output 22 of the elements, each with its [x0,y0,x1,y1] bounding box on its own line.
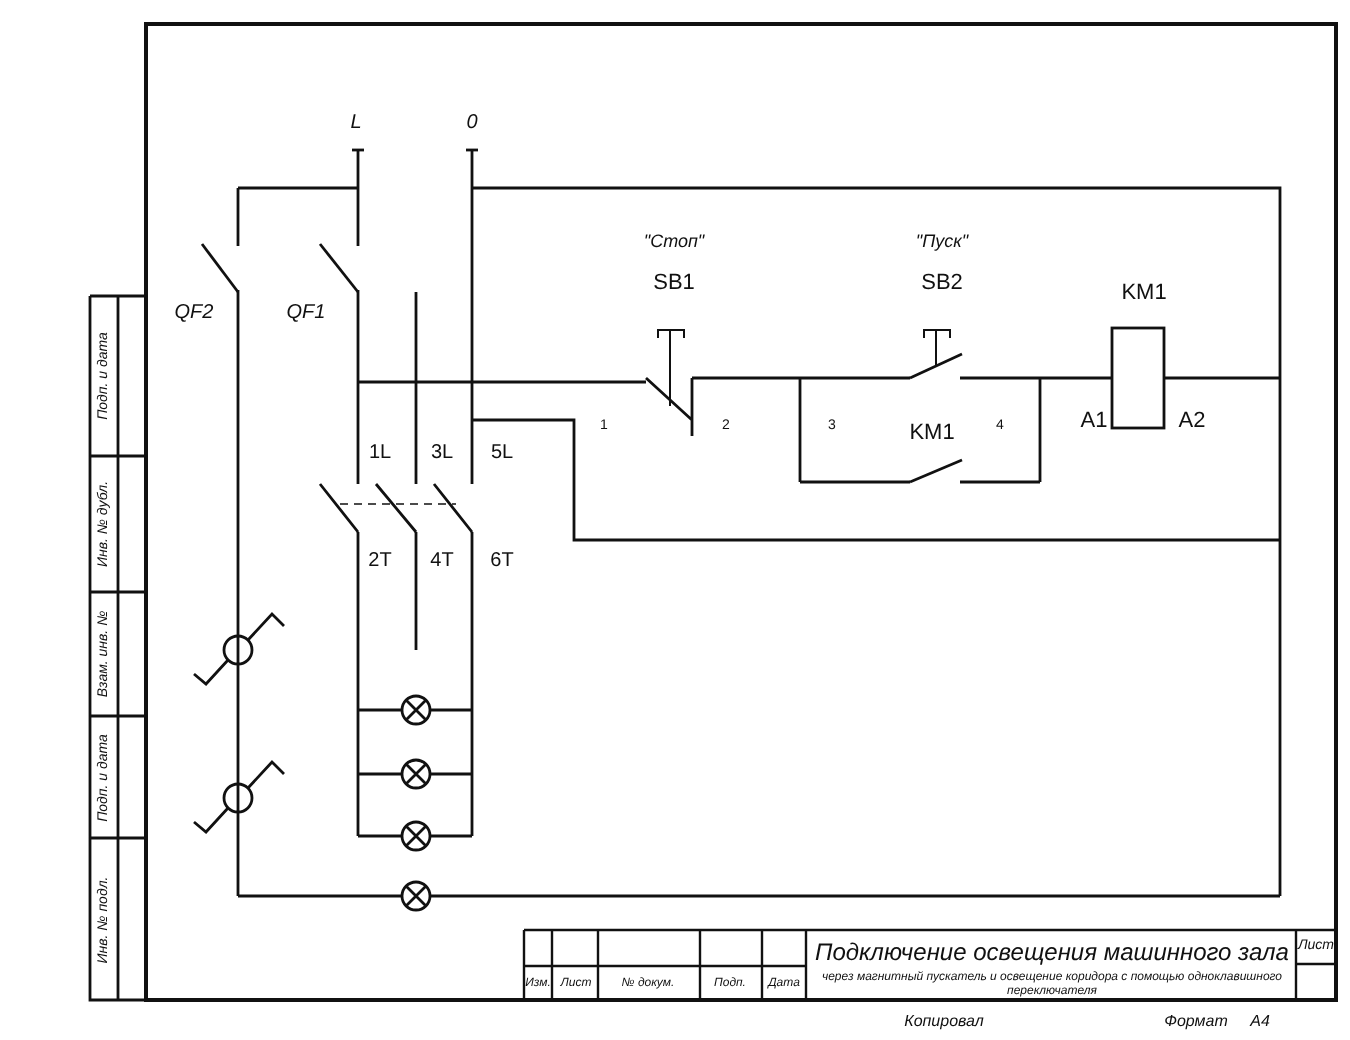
pin-label: A2 [1178,411,1206,433]
component-label: KM1 [909,423,955,445]
pin-label: 1L [368,444,392,464]
pin-label: 2T [368,552,392,572]
pin-label: 0 [466,114,478,134]
pin-label: A1 [1080,411,1108,433]
footer-text: Формат [1164,1014,1228,1030]
drawing-title: Подключение освещения машинного зала [815,940,1289,964]
pin-label: L [350,114,362,134]
component-label: QF2 [174,304,214,324]
component-label: SB1 [653,273,695,295]
pin-label: 4T [430,552,454,572]
component-label: KM1 [1121,283,1167,305]
footer-text: Копировал [904,1014,984,1030]
pin-label: 6T [490,552,514,572]
pin-label: 3L [430,444,454,464]
button-caption: "Пуск" [915,233,969,251]
button-caption: "Стоп" [643,233,705,251]
pin-label: 5L [490,444,514,464]
component-label: QF1 [286,304,326,324]
component-label: SB2 [921,273,963,295]
footer-text: A4 [1250,1014,1270,1030]
